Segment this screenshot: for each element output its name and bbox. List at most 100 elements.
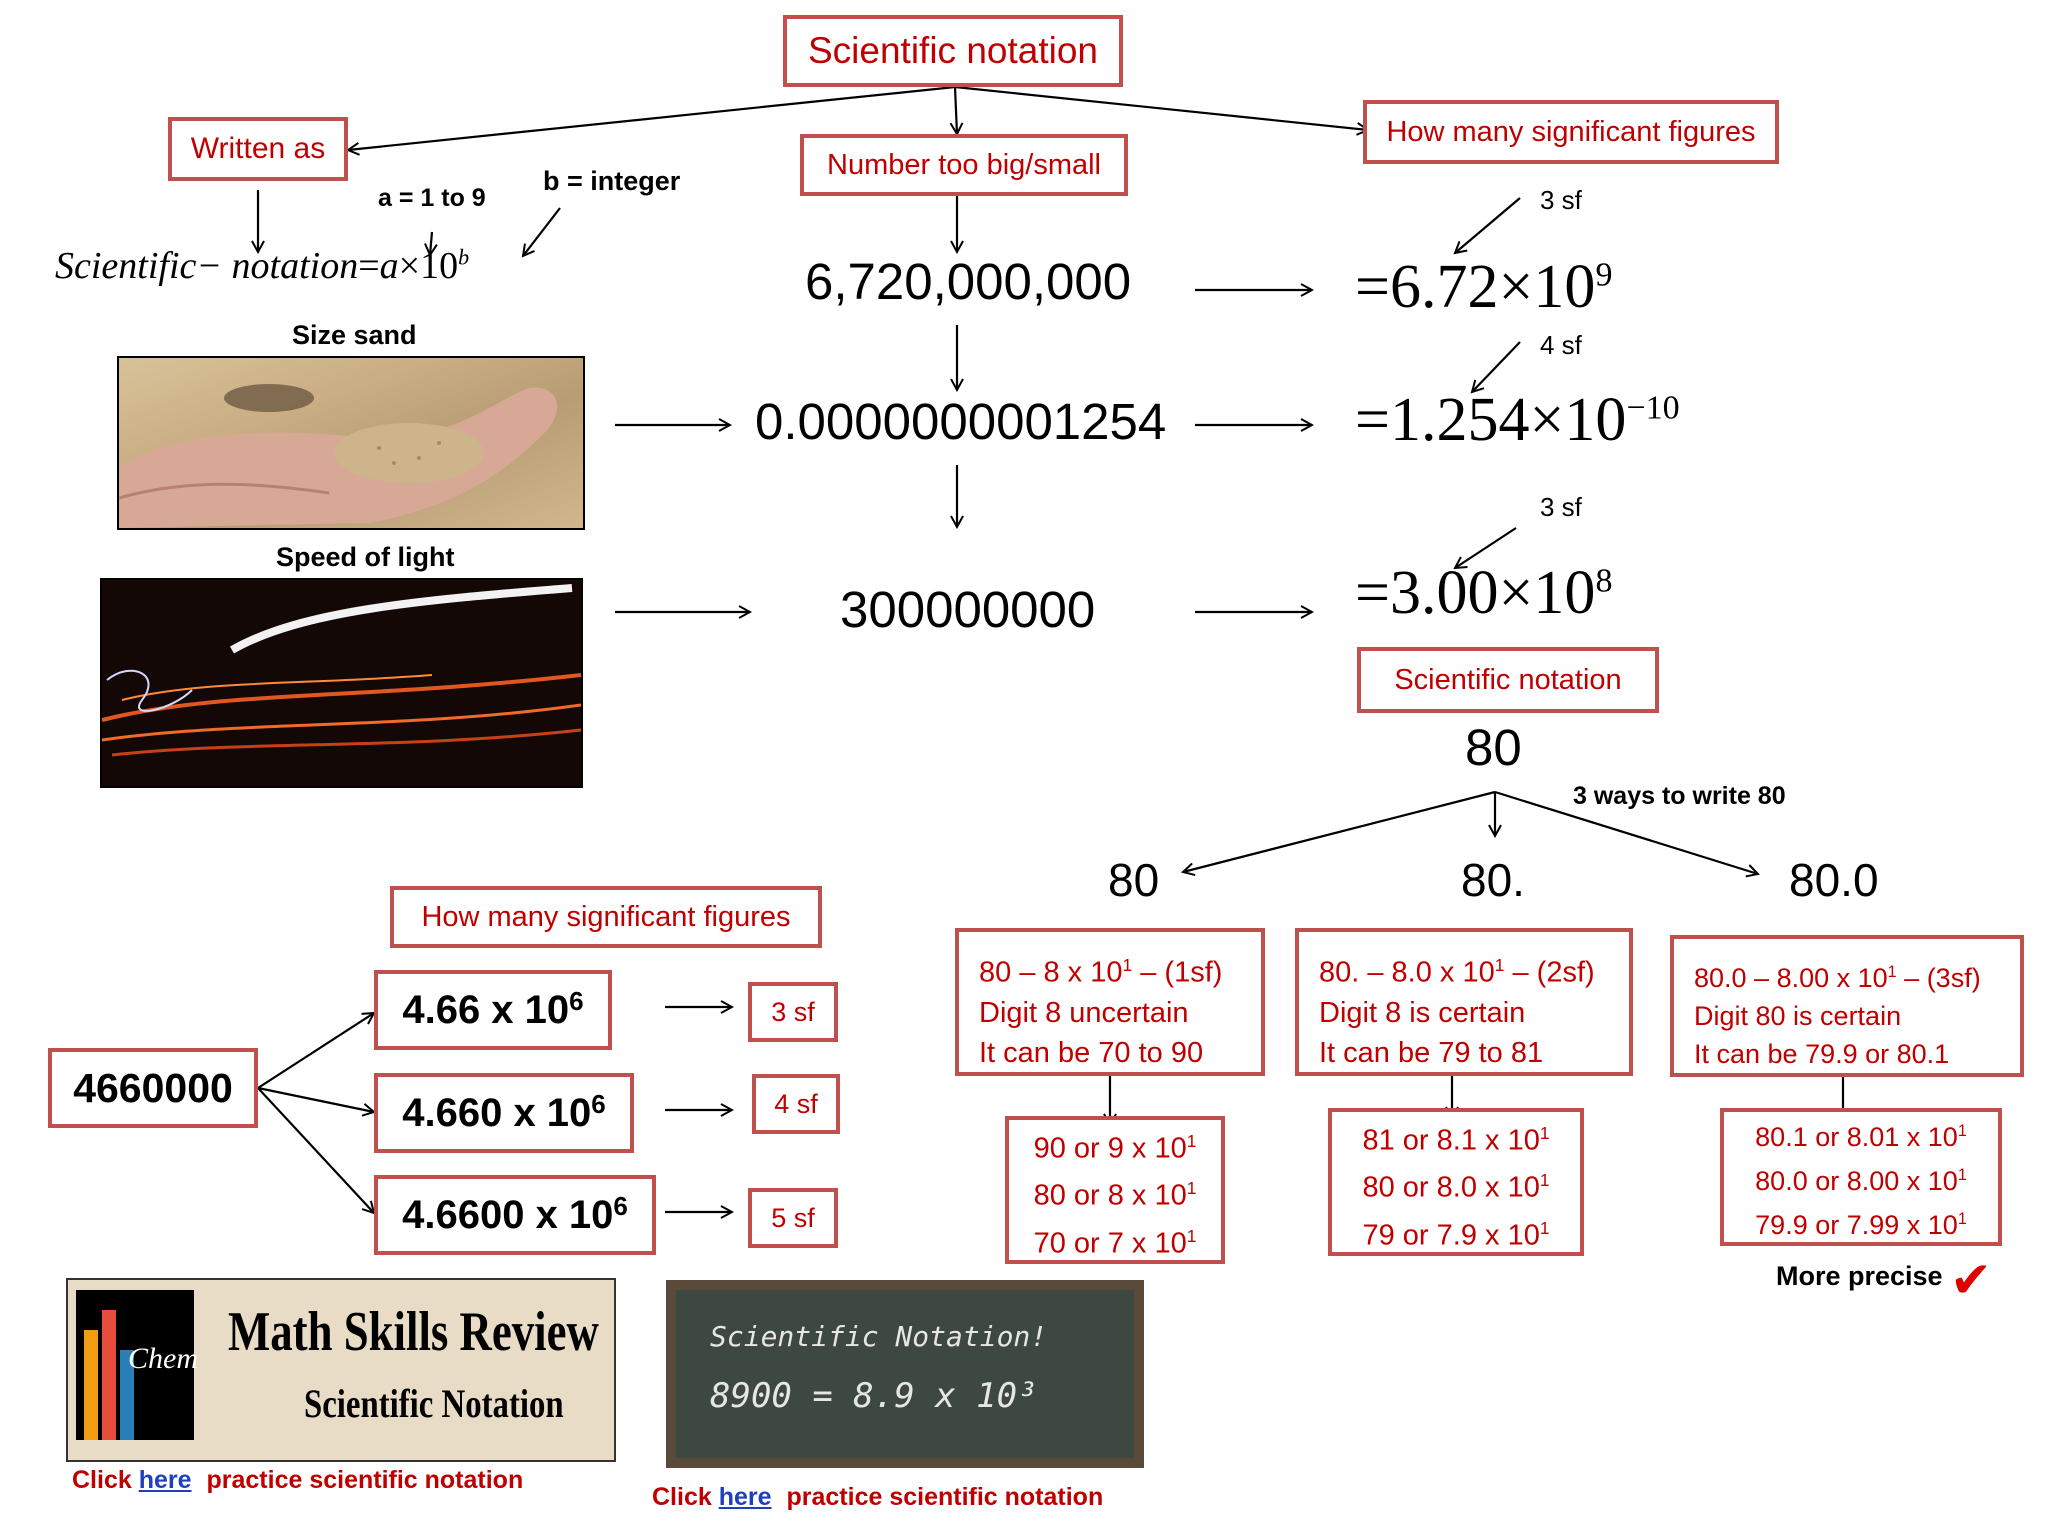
result-2-main: =1.254×10	[1355, 386, 1627, 454]
col1-head: 80	[1108, 854, 1160, 906]
sf-box-3: 3 sf	[748, 982, 838, 1042]
formula-a: a	[379, 245, 399, 287]
result-3-main: =3.00×10	[1355, 559, 1596, 627]
checkmark-icon: ✔	[1950, 1252, 1992, 1308]
chem-logo-text: Chem	[128, 1342, 198, 1375]
formula-eq: =	[358, 245, 380, 287]
form3-text: 4.6600 x 10	[402, 1192, 614, 1237]
light-streaks-illustration	[102, 584, 581, 757]
result-2: =1.254×10−10	[1355, 385, 1680, 456]
hand-with-sand-illustration	[119, 384, 558, 528]
written-as-text: Written as	[190, 132, 326, 165]
col2-v1: 81 or 8.1 x 10	[1362, 1124, 1540, 1157]
col3-line1: 80.0 – 8.00 x 10	[1694, 963, 1888, 993]
col2-line3: It can be 79 to 81	[1319, 1036, 1544, 1069]
math-skills-banner[interactable]: Chem Math Skills Review Scientific Notat…	[66, 1278, 616, 1462]
title-text: Scientific notation	[807, 30, 1098, 71]
sf-box-5: 5 sf	[748, 1188, 838, 1248]
col2-line2: Digit 8 is certain	[1319, 996, 1526, 1029]
chalk-line2: 8900 = 8.9 x 10³	[710, 1376, 1038, 1416]
three-ways-label: 3 ways to write 80	[1573, 782, 1786, 810]
col3-v3: 79.9 or 7.99 x 10	[1755, 1210, 1958, 1240]
col3-line2: Digit 80 is certain	[1694, 1001, 1902, 1031]
how-many-sf-text-top: How many significant figures	[1386, 115, 1756, 148]
result-1-exp: 9	[1595, 256, 1613, 294]
result-3-exp: 8	[1595, 562, 1613, 600]
a-label: a = 1 to 9	[378, 184, 486, 212]
col1-line1-tail: – (1sf)	[1132, 956, 1223, 989]
sf-label-3: 3 sf	[1540, 492, 1582, 522]
light-trails-image	[100, 578, 583, 788]
formula-lhs: Scientific− notation	[55, 245, 359, 287]
written-as-box: Written as	[168, 117, 348, 181]
form1-exp: 6	[569, 986, 584, 1016]
col3-v3-sup: 1	[1957, 1210, 1967, 1228]
sand-image	[117, 356, 585, 530]
number-large: 6,720,000,000	[805, 253, 1132, 310]
col1-values-box: 90 or 9 x 101 80 or 8 x 101 70 or 7 x 10…	[1005, 1116, 1225, 1264]
col1-v3-sup: 1	[1186, 1225, 1197, 1246]
source-number: 4660000	[73, 1064, 233, 1111]
result-2-exp: −10	[1626, 389, 1680, 427]
col2-box: 80. – 8.0 x 101 – (2sf) Digit 8 is certa…	[1295, 928, 1633, 1076]
sf-label-1: 3 sf	[1540, 185, 1582, 215]
practice-1-text: practice scientific notation	[206, 1466, 524, 1494]
form2-text: 4.660 x 10	[402, 1090, 592, 1135]
col2-line1-tail: – (2sf)	[1504, 956, 1595, 989]
col1-v1-sup: 1	[1186, 1130, 1197, 1151]
col3-v2: 80.0 or 8.00 x 10	[1755, 1166, 1958, 1196]
eighty-number: 80	[1465, 719, 1522, 776]
banner-subtitle: Scientific Notation	[304, 1381, 564, 1426]
here-link-2[interactable]: here	[718, 1483, 772, 1511]
click-1-text: Click	[72, 1466, 132, 1494]
col1-v3: 70 or 7 x 10	[1033, 1227, 1187, 1260]
form2-exp: 6	[591, 1089, 606, 1119]
col2-line1: 80. – 8.0 x 10	[1319, 956, 1495, 989]
how-many-sf-text-bottom: How many significant figures	[421, 900, 791, 933]
col2-v3-sup: 1	[1539, 1217, 1550, 1238]
col1-v1: 90 or 9 x 10	[1033, 1132, 1187, 1165]
practice-2-text: practice scientific notation	[786, 1483, 1104, 1511]
how-many-sf-box-top: How many significant figures	[1363, 100, 1779, 164]
number-too-big-box: Number too big/small	[800, 134, 1128, 196]
col2-values-box: 81 or 8.1 x 101 80 or 8.0 x 101 79 or 7.…	[1328, 1108, 1584, 1256]
col3-line1-sup: 1	[1887, 963, 1897, 981]
col1-v2-sup: 1	[1186, 1178, 1197, 1199]
how-many-sf-box-bottom: How many significant figures	[390, 886, 822, 948]
source-number-box: 4660000	[48, 1048, 258, 1128]
col1-line2: Digit 8 uncertain	[979, 996, 1189, 1029]
col2-v2: 80 or 8.0 x 10	[1362, 1171, 1540, 1204]
result-1-main: =6.72×10	[1355, 253, 1596, 321]
title-box: Scientific notation	[783, 15, 1123, 87]
col3-line3: It can be 79.9 or 80.1	[1694, 1039, 1950, 1069]
col3-v2-sup: 1	[1957, 1166, 1967, 1184]
col2-v1-sup: 1	[1539, 1122, 1550, 1143]
col2-v3: 79 or 7.9 x 10	[1362, 1219, 1540, 1252]
chalk-line1: Scientific Notation!	[710, 1320, 1048, 1353]
click-link-1[interactable]: Click here practice scientific notation	[72, 1466, 523, 1495]
formula: Scientific− notation=a×10b	[55, 244, 469, 288]
result-1: =6.72×109	[1355, 252, 1612, 323]
number-small: 0.0000000001254	[755, 393, 1167, 450]
here-link-1[interactable]: here	[138, 1466, 192, 1494]
sf-box-4-text: 4 sf	[774, 1088, 818, 1119]
eighty-title-box: Scientific notation	[1357, 647, 1659, 713]
col1-line3: It can be 70 to 90	[979, 1036, 1204, 1069]
b-label: b = integer	[543, 166, 681, 196]
form3-exp: 6	[613, 1191, 628, 1221]
number-too-big-text: Number too big/small	[827, 148, 1101, 181]
speed-light-label: Speed of light	[276, 542, 455, 572]
col3-v1-sup: 1	[1957, 1122, 1967, 1140]
col1-v2: 80 or 8 x 10	[1033, 1179, 1187, 1212]
click-2-text: Click	[652, 1483, 712, 1511]
chalkboard-image[interactable]: Scientific Notation! 8900 = 8.9 x 10³	[666, 1280, 1144, 1468]
click-link-2[interactable]: Click here practice scientific notation	[652, 1483, 1103, 1512]
col2-v2-sup: 1	[1539, 1170, 1550, 1191]
col2-line1-sup: 1	[1494, 955, 1505, 975]
formula-times: ×10	[398, 245, 459, 287]
col2-head: 80.	[1461, 854, 1525, 906]
col3-head: 80.0	[1789, 854, 1879, 906]
